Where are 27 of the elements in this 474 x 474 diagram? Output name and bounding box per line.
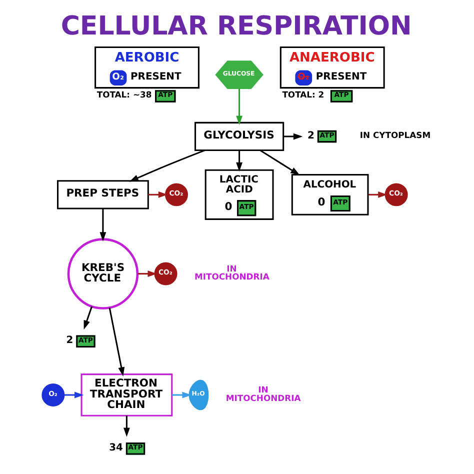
label: IN MITOCHONDRIA (194, 263, 270, 282)
arrow (84, 306, 93, 330)
label: IN MITOCHONDRIA (226, 384, 301, 403)
diagram-title: CELLULAR RESPIRATION (60, 12, 412, 42)
arrow (129, 150, 206, 182)
arrow (172, 392, 192, 398)
arrow (368, 191, 388, 198)
node-box: PREP STEPS (57, 180, 149, 210)
arrow (64, 392, 84, 398)
node-box: ELECTRON TRANSPORT CHAIN (80, 374, 173, 416)
node-label: TOTAL: ~38 (96, 90, 152, 100)
arrow (236, 88, 243, 125)
arrow (138, 270, 157, 277)
arrow (236, 150, 243, 172)
node-label: 2 (66, 335, 74, 346)
arrow (283, 133, 303, 140)
arrow (123, 416, 130, 437)
arrow (100, 208, 106, 242)
node-label: TOTAL: 2 (282, 90, 324, 100)
arrow (108, 308, 125, 376)
node-label: 2 (307, 130, 314, 142)
arrow (148, 191, 168, 198)
node-box: GLYCOLYSIS (194, 122, 284, 152)
label: IN CYTOPLASM (360, 130, 431, 140)
node-circle: KREB'S CYCLE (67, 238, 139, 310)
arrow (260, 150, 300, 176)
node-label: 34 (109, 442, 123, 454)
